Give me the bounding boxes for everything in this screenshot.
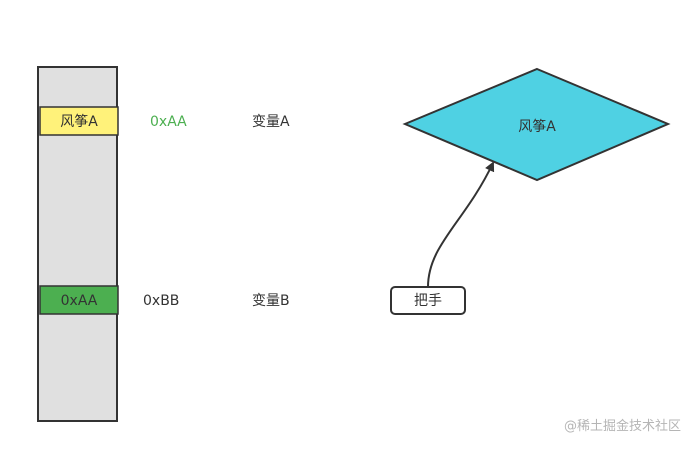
memory-cell-b-label: 0xAA xyxy=(61,293,98,309)
memory-cell-a-label: 风筝A xyxy=(60,113,98,130)
handle-label: 把手 xyxy=(414,293,442,309)
address-b: 0xBB xyxy=(143,293,179,309)
handle-box xyxy=(390,286,466,315)
memory-cell-a xyxy=(39,106,119,136)
memory-cell-b xyxy=(39,285,119,315)
kite-label: 风筝A xyxy=(518,118,556,135)
handle-to-kite-arrow xyxy=(427,161,495,288)
watermark: @稀土掘金技术社区 xyxy=(563,419,681,434)
address-a: 0xAA xyxy=(150,114,187,130)
variable-b-label: 变量B xyxy=(252,293,290,309)
variable-a-label: 变量A xyxy=(252,114,290,130)
kite-diamond xyxy=(402,67,671,182)
